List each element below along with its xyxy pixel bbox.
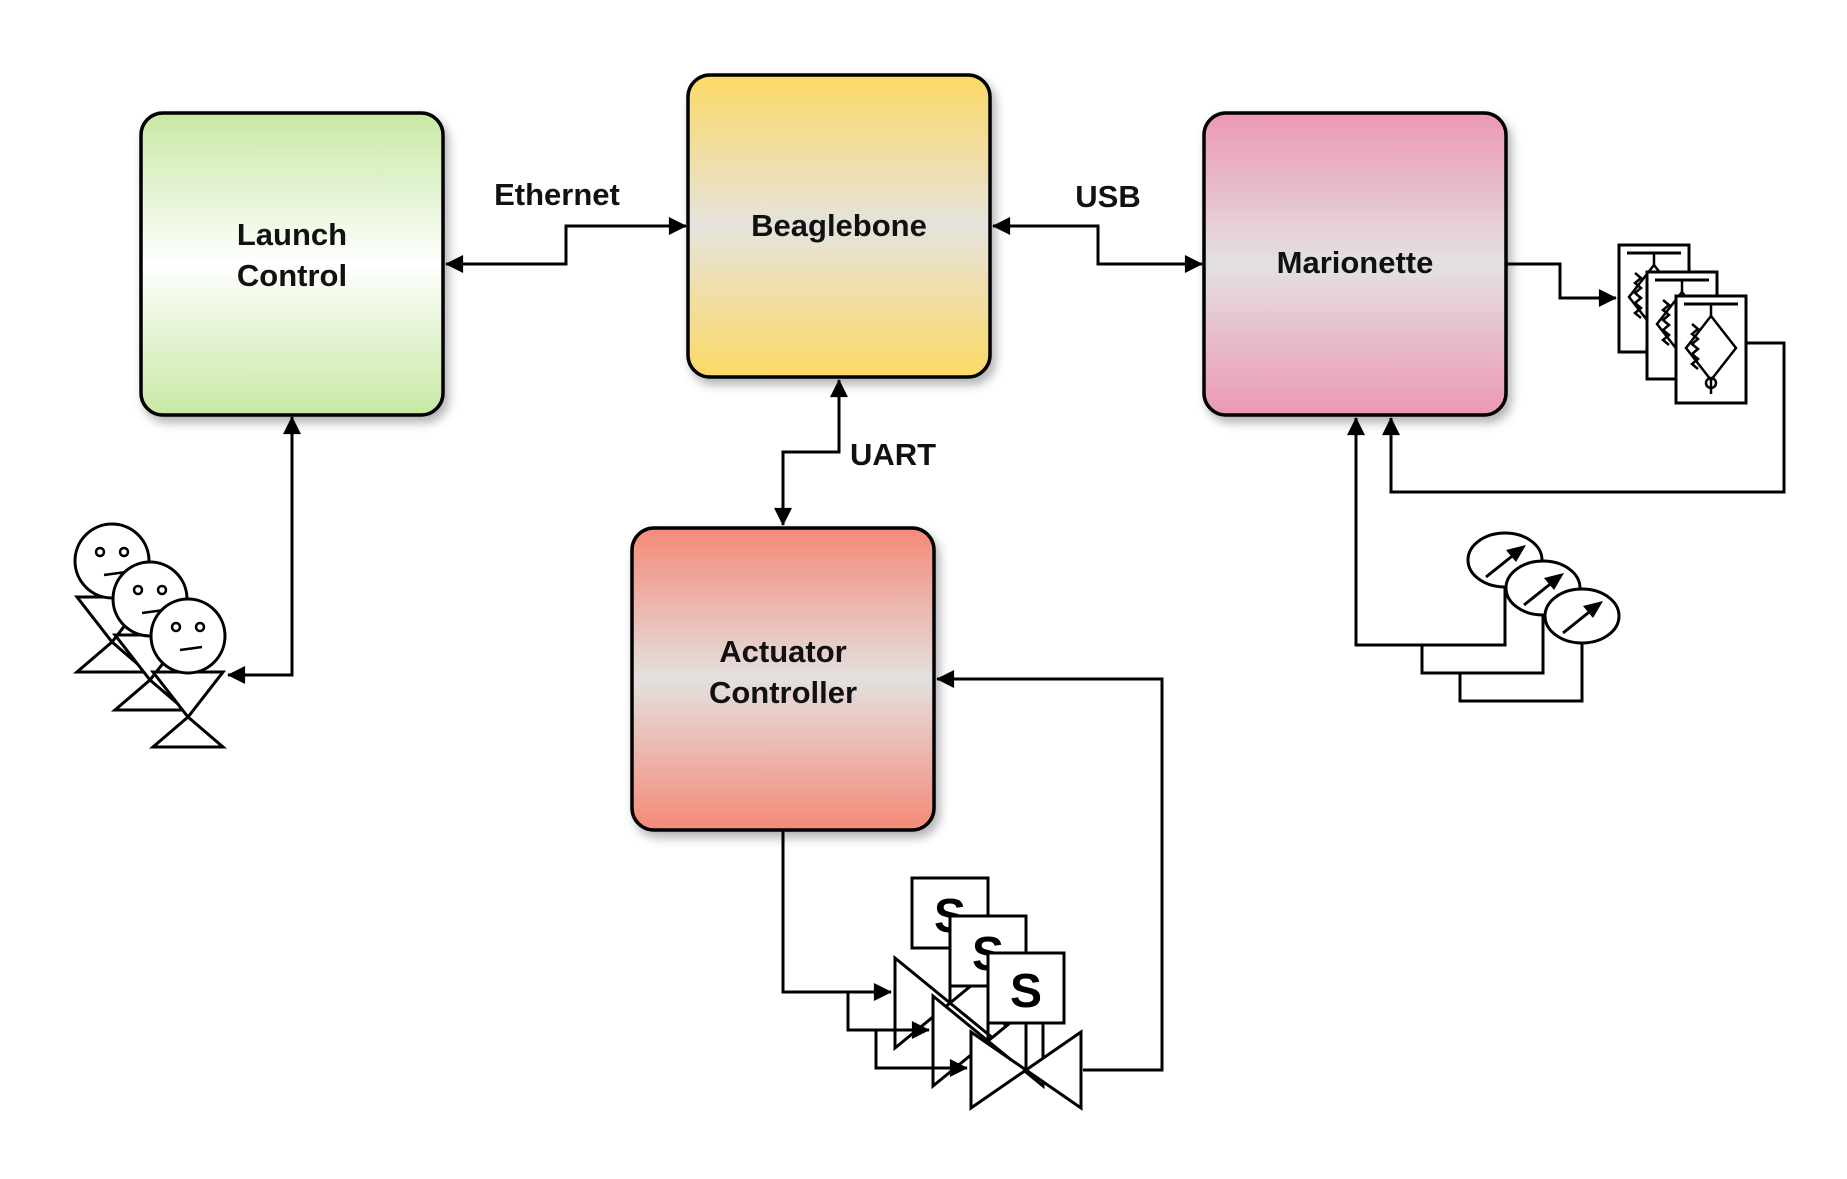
operators-to-launch-link [227, 416, 301, 684]
actuator-controller-label-line2: Controller [709, 675, 857, 710]
actuator-controller-label-line1: Actuator [719, 634, 846, 669]
gauges-to-marionette-link [1347, 417, 1584, 703]
actuator-controller-block: Actuator Controller [630, 526, 936, 832]
strain-gauge-sensors [1617, 243, 1748, 405]
solenoid-valve-icon: S [969, 951, 1083, 1111]
actuator-to-valves-link [781, 830, 968, 1077]
usb-connection: USB [992, 179, 1203, 273]
launch-control-label-line2: Control [237, 258, 347, 293]
uart-connection: UART [774, 379, 936, 526]
marionette-block: Marionette [1202, 111, 1508, 417]
usb-label: USB [1075, 179, 1140, 214]
strain-gauge-icon [1674, 294, 1748, 405]
operators-group [72, 522, 228, 749]
valves-feedback-link [936, 670, 1164, 1072]
launch-control-label-line1: Launch [237, 217, 347, 252]
uart-label: UART [850, 437, 936, 472]
marionette-label: Marionette [1277, 245, 1434, 280]
solenoid-valves: S S S [893, 876, 1083, 1111]
person-icon [148, 597, 228, 749]
marionette-to-sensors-link [1506, 262, 1617, 307]
pressure-gauges [1466, 531, 1621, 645]
solenoid-letter: S [1010, 965, 1042, 1018]
beaglebone-block: Beaglebone [686, 73, 992, 379]
ethernet-connection: Ethernet [445, 177, 687, 273]
ethernet-label: Ethernet [494, 177, 620, 212]
launch-control-block: Launch Control [139, 111, 445, 417]
sensors-feedback-link [1382, 341, 1786, 494]
pressure-gauge-icon [1543, 587, 1621, 645]
beaglebone-label: Beaglebone [751, 208, 927, 243]
